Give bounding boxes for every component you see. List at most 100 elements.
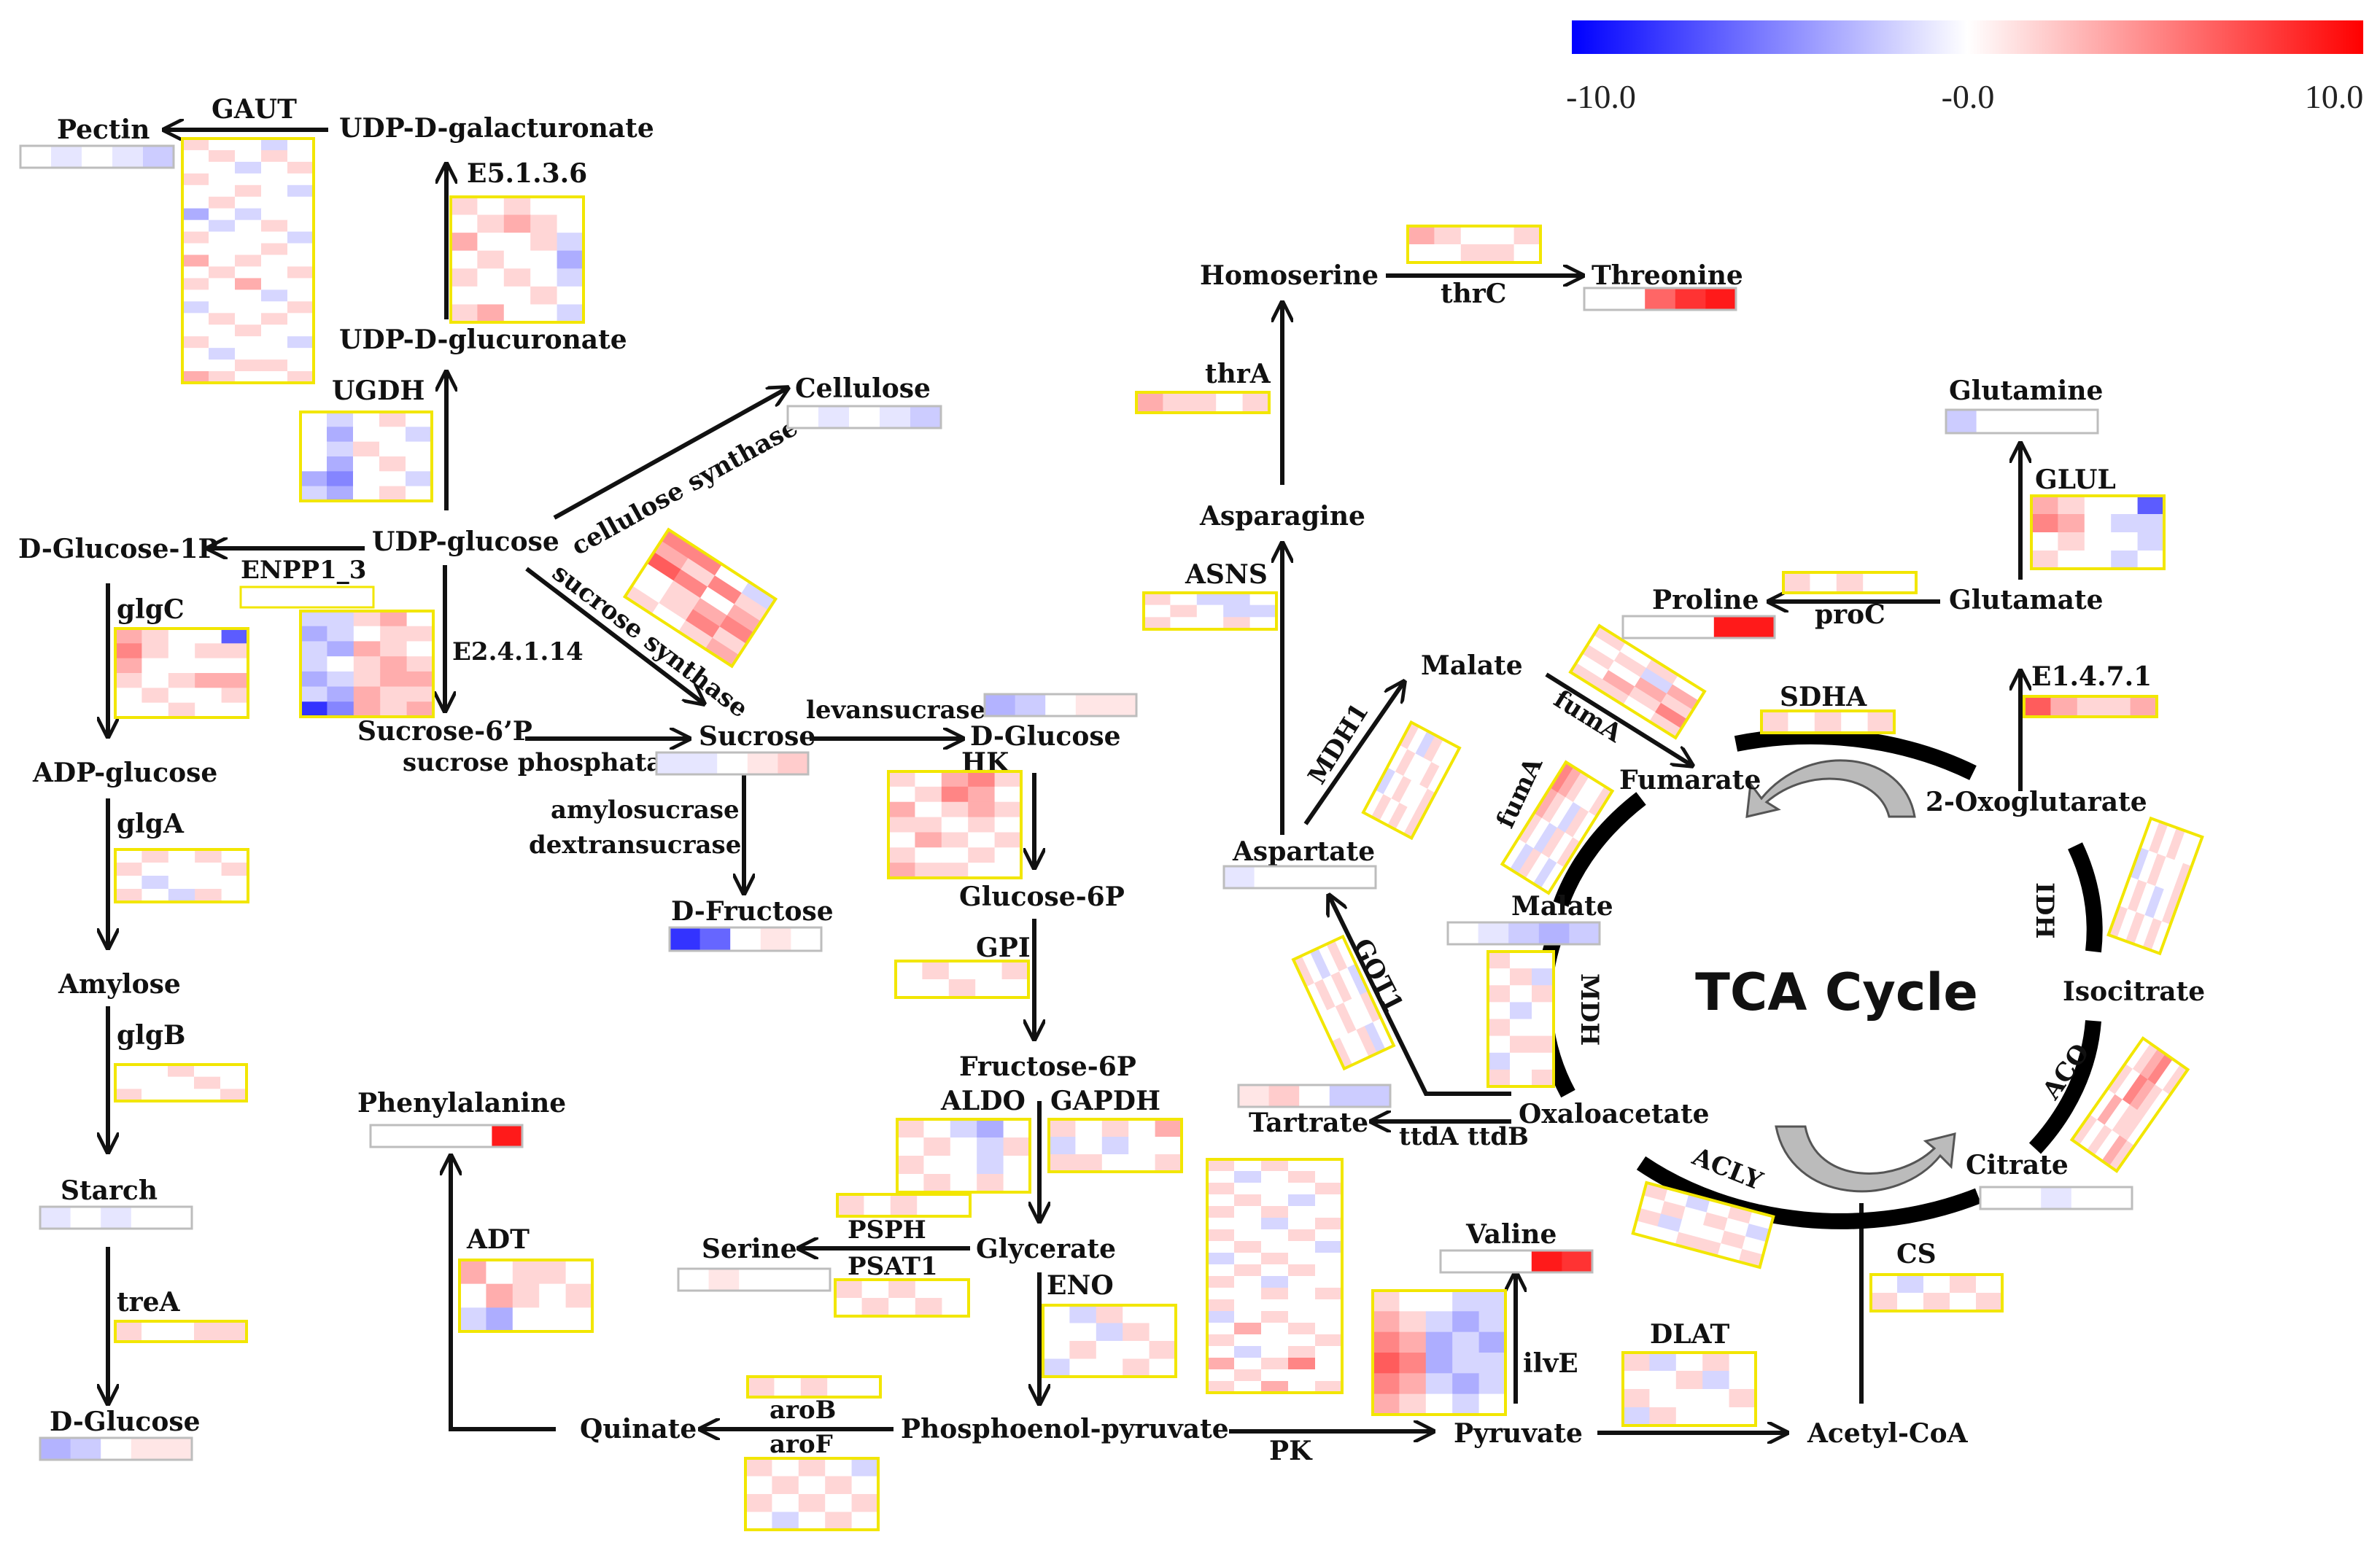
heatmap-border — [1782, 571, 1918, 594]
heatmap-cell — [1223, 593, 1251, 606]
label-mdh: MDH — [1575, 973, 1604, 1046]
heatmap-cell — [142, 643, 169, 659]
heatmap-cell — [915, 786, 942, 803]
heatmap-hk — [887, 770, 1023, 879]
heatmap-cell — [353, 686, 381, 702]
heatmap-cell — [1234, 1369, 1262, 1382]
heatmap-cell — [261, 324, 288, 337]
label-phenylalanine: Phenylalanine — [357, 1088, 566, 1119]
heatmap-cell — [261, 161, 288, 174]
bar-border — [39, 1205, 193, 1230]
heatmap-cell — [182, 161, 209, 174]
heatmap-cell — [798, 1476, 826, 1495]
heatmap-cell — [1375, 766, 1396, 795]
heatmap-cell — [1315, 1218, 1343, 1230]
heatmap-cell — [209, 254, 236, 268]
label-ttdb: ttdB — [1468, 1122, 1529, 1151]
heatmap-cell — [379, 441, 406, 457]
bar-levansucrase — [983, 693, 1138, 717]
heatmap-cell — [1261, 1264, 1289, 1277]
heatmap-cell — [1216, 392, 1244, 413]
heatmap-cell — [557, 214, 584, 233]
heatmap-cell — [1976, 1275, 2003, 1294]
heatmap-cell — [142, 1065, 168, 1078]
heatmap-cell — [380, 686, 408, 702]
heatmap-cell — [2137, 514, 2165, 533]
heatmap-cell — [968, 801, 996, 818]
label-asns: ASNS — [1185, 559, 1268, 590]
heatmap-cell — [1525, 817, 1551, 849]
heatmap-cell — [221, 849, 249, 863]
bar-glutamine — [1945, 408, 2099, 435]
heatmap-cell — [503, 268, 531, 287]
heatmap-cell — [182, 324, 209, 337]
bar-cell — [371, 1125, 402, 1147]
heatmap-cell — [1540, 862, 1565, 894]
heatmap-got1 — [1291, 934, 1396, 1071]
heatmap-cell — [209, 336, 236, 349]
heatmap-cell — [825, 1512, 853, 1531]
heatmap-cell — [1587, 634, 1621, 661]
heatmap-cell — [1249, 593, 1277, 606]
heatmap-cell — [379, 471, 406, 487]
heatmap-cell — [1425, 1331, 1453, 1353]
heatmap-cell — [261, 266, 288, 279]
heatmap-arof — [744, 1457, 880, 1531]
heatmap-cell — [406, 456, 433, 472]
label-amylosucrase: amylosucrase — [551, 796, 740, 825]
heatmap-cell — [235, 231, 262, 244]
heatmap-cell — [1315, 1229, 1343, 1242]
heatmap-border — [1760, 709, 1896, 734]
heatmap-cell — [1234, 1311, 1262, 1323]
heatmap-cell — [994, 817, 1022, 833]
label-e1471: E1.4.7.1 — [2031, 661, 2152, 692]
heatmap-cell — [1532, 952, 1554, 969]
heatmap-cell — [1288, 1183, 1316, 1195]
heatmap-cell — [380, 656, 408, 672]
heatmap-cell — [1425, 1291, 1453, 1312]
heatmap-cell — [353, 626, 381, 642]
bar-cell — [1614, 288, 1646, 310]
heatmap-cell — [261, 278, 288, 290]
bar-cell — [1538, 922, 1570, 944]
heatmap-cell — [2137, 551, 2165, 569]
heatmap-cell — [503, 304, 531, 323]
heatmap-cell — [115, 876, 142, 890]
heatmap-cell — [1478, 1291, 1506, 1312]
heatmap-cell — [1557, 801, 1582, 833]
heatmap-cell — [235, 278, 262, 290]
bar-d-glucose-bottom — [39, 1436, 193, 1461]
heatmap-cell — [1315, 1369, 1343, 1382]
heatmap-border — [1621, 1351, 1757, 1427]
label-tartrate: Tartrate — [1249, 1108, 1368, 1138]
heatmap-cell — [565, 1283, 593, 1308]
bar-starch — [39, 1205, 193, 1230]
heatmap-cell — [1557, 766, 1582, 798]
heatmap-cell — [379, 427, 406, 443]
heatmap-cell — [261, 336, 288, 349]
heatmap-cell — [1510, 985, 1532, 1003]
heatmap-cell — [168, 1089, 195, 1102]
heatmap-border — [299, 610, 435, 718]
heatmap-cell — [2137, 532, 2165, 551]
heatmap-cell — [1196, 617, 1224, 630]
heatmap-cell — [2133, 914, 2154, 948]
heatmap-cell — [1478, 1353, 1506, 1374]
heatmap-cell — [287, 184, 314, 198]
heatmap-cell — [235, 336, 262, 349]
heatmap-cell — [1288, 1276, 1316, 1288]
heatmap-cell — [353, 471, 380, 487]
heatmap-cell — [539, 1260, 567, 1285]
heatmap-cell — [1261, 1299, 1289, 1312]
heatmap-cell — [1383, 771, 1404, 799]
heatmap-cell — [353, 611, 381, 627]
heatmap-cell — [851, 1494, 879, 1513]
bar-cell — [1531, 1251, 1562, 1272]
heatmap-cell — [659, 591, 694, 621]
heatmap-cell — [1234, 1206, 1262, 1218]
heatmap-cell — [1330, 1037, 1353, 1070]
heatmap-cell — [1003, 1137, 1031, 1156]
heatmap-cell — [897, 1119, 924, 1138]
heatmap-cell — [1315, 1346, 1343, 1358]
label-threonine: Threonine — [1592, 260, 1743, 291]
